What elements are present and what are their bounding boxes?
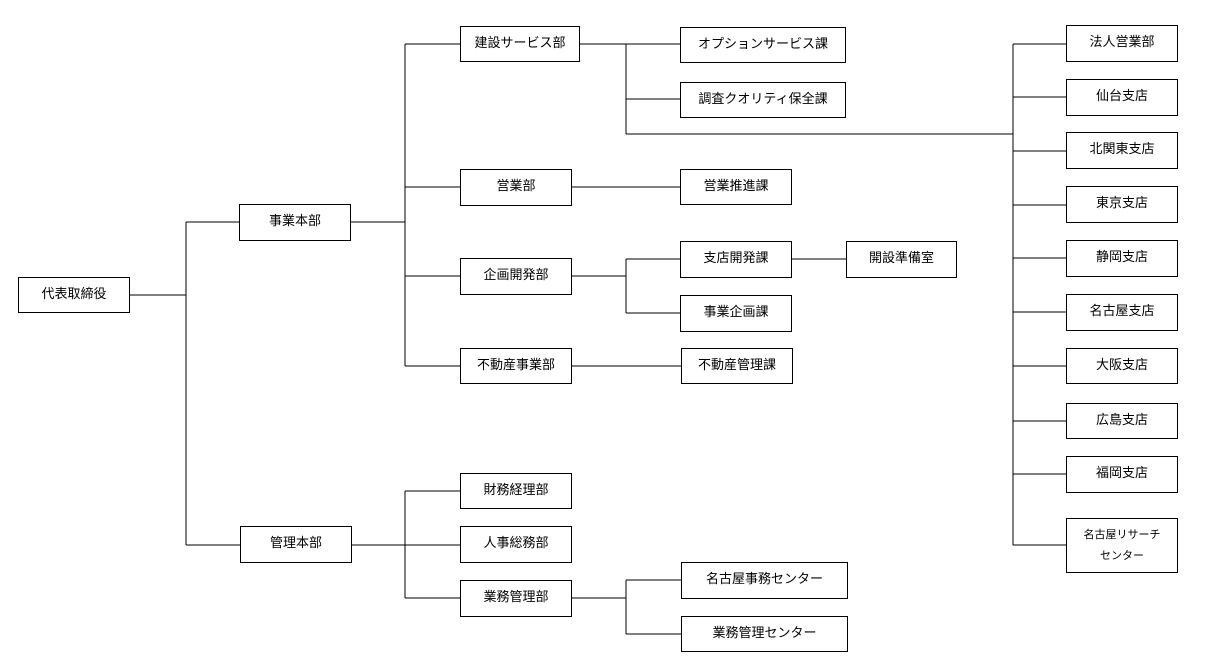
node-business-division: 事業本部 xyxy=(239,204,351,241)
node-admin-division: 管理本部 xyxy=(240,526,352,563)
node-planning-dept: 企画開発部 xyxy=(460,258,572,295)
node-option-service-section: オプションサービス課 xyxy=(680,27,846,63)
node-quality-survey-section: 調査クオリティ保全課 xyxy=(680,82,846,118)
node-finance-dept: 財務経理部 xyxy=(460,473,572,509)
node-construction-dept: 建設サービス部 xyxy=(460,26,580,62)
node-osaka-branch: 大阪支店 xyxy=(1066,348,1178,384)
node-operations-dept: 業務管理部 xyxy=(460,580,572,617)
node-sendai-branch: 仙台支店 xyxy=(1066,79,1178,116)
node-fukuoka-branch: 福岡支店 xyxy=(1066,456,1178,493)
node-hr-dept: 人事総務部 xyxy=(460,526,572,563)
nagoya-research-line2: センター xyxy=(1100,548,1144,562)
node-ceo: 代表取締役 xyxy=(18,277,130,313)
node-sales-promotion-section: 営業推進課 xyxy=(680,169,792,205)
node-sales-dept: 営業部 xyxy=(460,169,572,206)
node-hiroshima-branch: 広島支店 xyxy=(1066,403,1178,439)
node-kitakanto-branch: 北関東支店 xyxy=(1066,132,1178,169)
nagoya-research-line1: 名古屋リサーチ xyxy=(1083,527,1161,541)
node-branch-development-section: 支店開発課 xyxy=(680,241,792,278)
node-property-management-section: 不動産管理課 xyxy=(681,348,793,384)
node-nagoya-branch: 名古屋支店 xyxy=(1066,294,1178,331)
node-business-planning-section: 事業企画課 xyxy=(680,295,792,332)
node-tokyo-branch: 東京支店 xyxy=(1066,186,1178,223)
node-nagoya-office-center: 名古屋事務センター xyxy=(681,562,848,599)
node-corporate-sales: 法人営業部 xyxy=(1066,25,1178,62)
node-operations-center: 業務管理センター xyxy=(681,616,848,652)
node-realestate-dept: 不動産事業部 xyxy=(460,348,572,384)
node-nagoya-research-center: 名古屋リサーチ センター xyxy=(1066,518,1178,573)
node-opening-prep-office: 開設準備室 xyxy=(846,241,957,278)
node-shizuoka-branch: 静岡支店 xyxy=(1066,240,1178,277)
